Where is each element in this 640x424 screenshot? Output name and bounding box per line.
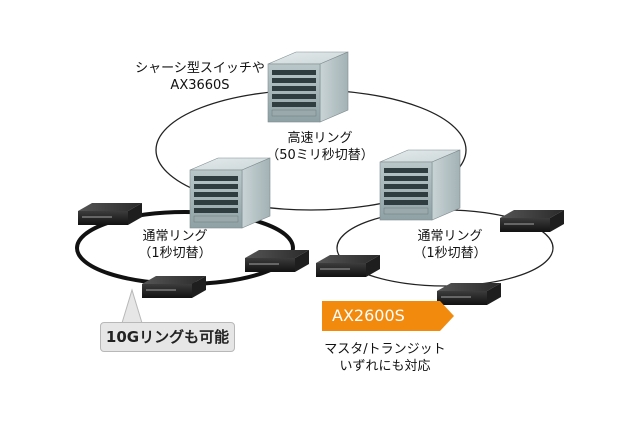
left-ring-label: 通常リング （1秒切替） xyxy=(115,228,235,262)
chassis-switch-left xyxy=(189,157,271,229)
right-ring-line1: 通常リング xyxy=(417,229,483,244)
master-transit-label: マスタ/トランジット いずれにも対応 xyxy=(300,341,470,375)
left-ring-line2: （1秒切替） xyxy=(138,246,212,261)
high-speed-ring-line2: （50ミリ秒切替） xyxy=(266,148,374,163)
chassis-caption-line2: AX3660S xyxy=(170,78,230,93)
box-switch-right-left xyxy=(316,255,380,277)
master-transit-line1: マスタ/トランジット xyxy=(324,342,446,357)
box-switch-right-top xyxy=(500,210,564,232)
high-speed-ring-label: 高速リング （50ミリ秒切替） xyxy=(255,130,385,164)
left-ring-line1: 通常リング xyxy=(142,229,208,244)
chassis-switch-right xyxy=(379,149,461,221)
box-switch-left-bottom xyxy=(142,276,206,298)
master-transit-line2: いずれにも対応 xyxy=(339,359,431,374)
chassis-caption: シャーシ型スイッチや AX3660S xyxy=(120,60,280,94)
box-switch-left-top xyxy=(78,203,142,225)
right-ring-label: 通常リング （1秒切替） xyxy=(390,228,510,262)
high-speed-ring-line1: 高速リング xyxy=(287,131,353,146)
ten-g-ring-badge: 10Gリングも可能 xyxy=(100,322,235,352)
chassis-caption-line1: シャーシ型スイッチや xyxy=(135,61,265,76)
chassis-switch-top xyxy=(267,51,349,123)
box-switch-left-right xyxy=(245,250,309,272)
callout-pointer xyxy=(121,288,143,324)
right-ring-line2: （1秒切替） xyxy=(413,246,487,261)
ax2600s-label: AX2600S xyxy=(322,301,440,331)
ax2600s-arrow-icon xyxy=(440,301,454,331)
